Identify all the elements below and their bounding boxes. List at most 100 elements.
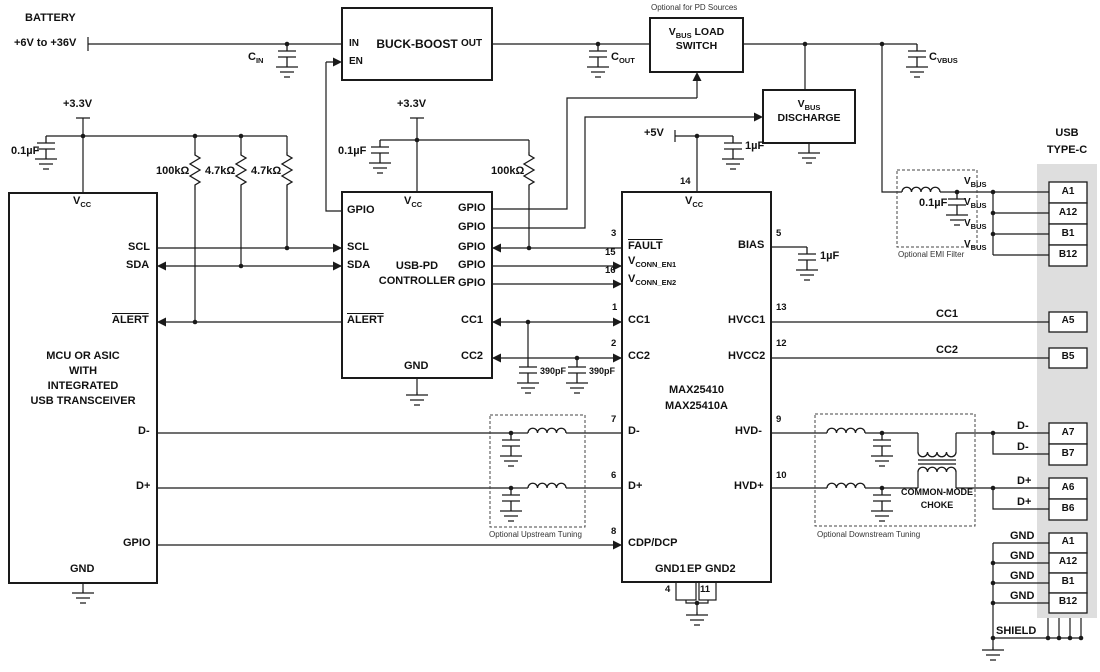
max-pin3-number: 3 — [611, 228, 617, 239]
r100k-right-label: 100kΩ — [491, 165, 525, 177]
cvbus-label: CVBUS — [929, 51, 958, 65]
connector-pin-a12-gnd: A12 — [1058, 556, 1078, 567]
battery-label: BATTERY — [25, 12, 76, 24]
emi-filter-note: Optional EMI Filter — [898, 250, 965, 259]
ground-symbols — [71, 149, 1005, 661]
max-pin-dplus: D+ — [628, 480, 643, 492]
inductor-symbols — [527, 186, 957, 489]
downstream-tuning-note: Optional Downstream Tuning — [817, 530, 921, 539]
buck-boost-pin-out: OUT — [461, 38, 483, 49]
max-pin-hvcc2: HVCC2 — [728, 350, 766, 362]
cap-1uf-vcc-label: 1µF — [745, 140, 765, 152]
usbpd-pin-alert: ALERT — [347, 314, 384, 326]
max-part-number-2: MAX25410A — [665, 400, 728, 412]
usbpd-title-line1: USB-PD — [395, 260, 439, 272]
cap-01uf-right-label: 0.1µF — [338, 145, 367, 157]
connector-pin-boxes — [1048, 181, 1088, 614]
cap-1uf-bias-label: 1µF — [820, 250, 840, 262]
dminus-net-label-1: D- — [1017, 420, 1029, 432]
dminus-net-label-2: D- — [1017, 441, 1029, 453]
vbus-net-label-4: VBUS — [964, 239, 987, 252]
max-pin1-number: 1 — [612, 302, 618, 313]
mcu-title-line1: MCU OR ASIC — [46, 350, 120, 362]
connector-pin-a7: A7 — [1061, 427, 1075, 438]
cc2-net-label: CC2 — [936, 344, 959, 356]
max-pin-ep: EP — [687, 563, 702, 575]
vbus-net-label-2: VBUS — [964, 197, 987, 210]
max-pin2-number: 2 — [611, 338, 617, 349]
optional-downstream-tuning-box — [814, 413, 976, 527]
max-pin8-number: 8 — [611, 526, 617, 537]
optional-upstream-tuning-box — [489, 414, 586, 528]
connector-pin-a5: A5 — [1061, 315, 1075, 326]
max-pin6-number: 6 — [611, 470, 617, 481]
cin-label: CIN — [248, 51, 264, 65]
max-pin12-number: 12 — [776, 338, 787, 349]
max-pin-bias: BIAS — [738, 239, 765, 251]
gnd2-pin-box — [698, 581, 717, 601]
mcu-pin-dminus: D- — [138, 425, 150, 437]
r47k-1-label: 4.7kΩ — [205, 165, 236, 177]
optional-emi-filter-box — [896, 169, 978, 248]
vbus-load-switch-title-line1: VBUS LOAD — [668, 26, 725, 40]
gnd-net-label-1: GND — [1010, 530, 1035, 542]
connector-pin-b1-vbus: B1 — [1061, 228, 1075, 239]
max-pin10-number: 10 — [776, 470, 787, 481]
connector-pin-a1-gnd: A1 — [1061, 536, 1075, 547]
mcu-title-line4: USB TRANSCEIVER — [30, 395, 136, 407]
usbpd-pin-scl: SCL — [347, 241, 369, 253]
common-mode-choke-top-winding — [917, 451, 957, 458]
max-pin-dminus: D- — [628, 425, 640, 437]
vbus-load-switch-block — [649, 17, 744, 73]
usbpd-pin-cc2: CC2 — [461, 350, 484, 362]
connector-pin-a12-vbus: A12 — [1058, 207, 1078, 218]
upstream-tuning-note: Optional Upstream Tuning — [489, 530, 582, 539]
max-pin-hvdplus: HVD+ — [734, 480, 764, 492]
mcu-title-line3: INTEGRATED — [47, 380, 119, 392]
mcu-vcc-label: VCC — [73, 195, 92, 209]
max-pin11-number: 11 — [700, 584, 711, 595]
mcu-block — [8, 192, 158, 584]
dplus-net-label-1: D+ — [1017, 475, 1032, 487]
junction-dots — [80, 41, 1084, 641]
dplus-net-label-2: D+ — [1017, 496, 1032, 508]
choke-label-line1: COMMON-MODE — [901, 487, 973, 497]
max-pin-cdp-dcp: CDP/DCP — [628, 537, 678, 549]
max-pin-cc1: CC1 — [628, 314, 651, 326]
connector-pin-b12-gnd: B12 — [1058, 596, 1078, 607]
buck-boost-title: BUCK-BOOST — [376, 37, 458, 51]
cout-label: COUT — [611, 51, 635, 65]
shield-net-label: SHIELD — [996, 625, 1037, 637]
max-pin-vconn-en1: VCONN_EN1 — [628, 255, 677, 269]
signal-arrowheads — [157, 57, 763, 550]
usbpd-pin-cc1: CC1 — [461, 314, 484, 326]
c390-1-label: 390pF — [540, 366, 567, 376]
common-mode-choke-bottom-winding — [917, 466, 957, 473]
max-pin-gnd1: GND1 — [655, 563, 686, 575]
max-pin13-number: 13 — [776, 302, 787, 313]
vbus-discharge-title-line1: VBUS — [797, 98, 821, 112]
mcu-pin-dplus: D+ — [136, 480, 151, 492]
mcu-title-line2: WITH — [68, 365, 98, 377]
wires — [46, 37, 1082, 647]
mcu-pin-alert: ALERT — [112, 314, 149, 326]
vbus-load-switch-title-line2: SWITCH — [675, 40, 718, 52]
max-pin-hvdminus: HVD- — [735, 425, 762, 437]
gnd-net-label-4: GND — [1010, 590, 1035, 602]
gnd-net-label-2: GND — [1010, 550, 1035, 562]
connector-pin-b1-gnd: B1 — [1061, 576, 1075, 587]
resistor-symbols — [189, 151, 535, 191]
max-pin-vconn-en2: VCONN_EN2 — [628, 273, 677, 287]
mcu-pin-scl: SCL — [128, 241, 150, 253]
usbpd-pin-sda: SDA — [347, 259, 371, 271]
connector-pin-b5: B5 — [1061, 351, 1075, 362]
rail-33v-left-label: +3.3V — [63, 98, 93, 110]
usbpd-vcc-label: VCC — [404, 195, 423, 209]
usbpd-pin-gnd: GND — [404, 360, 429, 372]
connector-title-line2: TYPE-C — [1046, 144, 1088, 156]
vbus-discharge-block — [762, 89, 856, 144]
pd-sources-note: Optional for PD Sources — [651, 3, 738, 12]
connector-pin-b7: B7 — [1061, 448, 1075, 459]
usbpd-pin-gpio3: GPIO — [458, 241, 486, 253]
